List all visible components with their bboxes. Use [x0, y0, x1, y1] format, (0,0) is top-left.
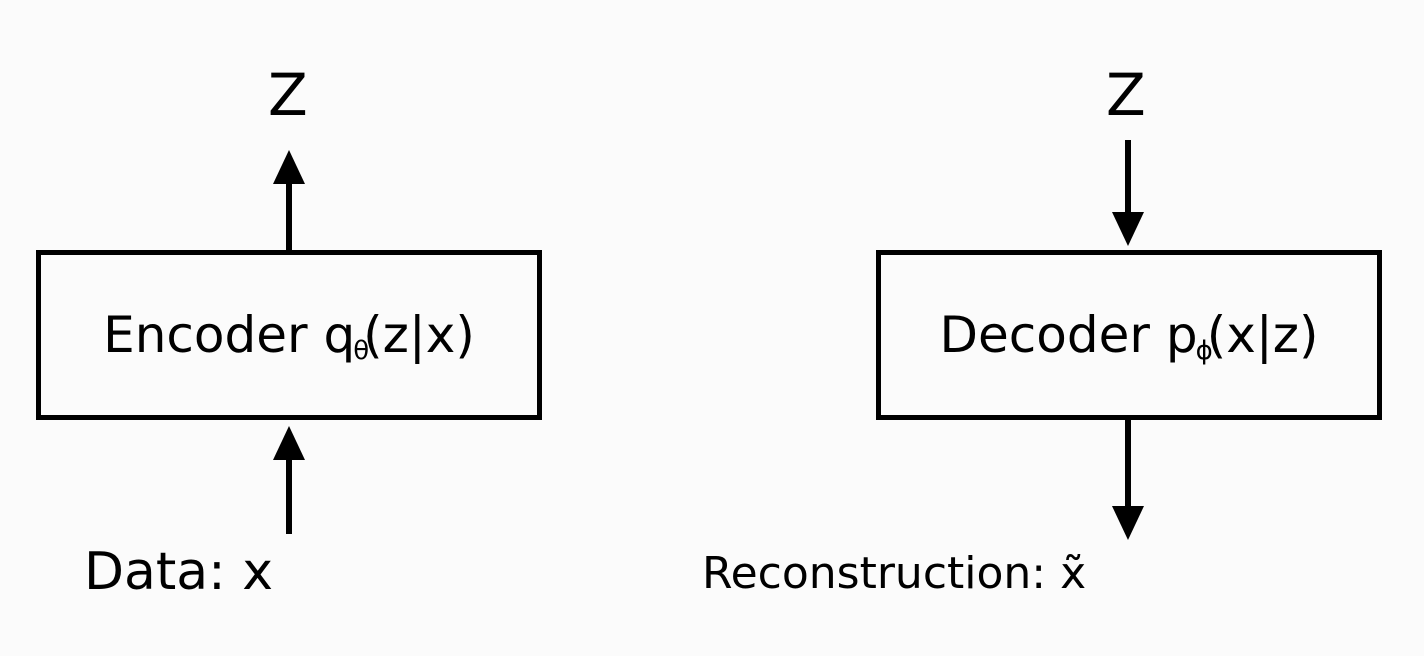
encoder-latent-z: Z — [268, 61, 308, 129]
decoder-subscript: ϕ — [1195, 336, 1213, 366]
decoder-name: Decoder — [939, 306, 1150, 364]
encoder-args: (z|x) — [363, 306, 475, 364]
decoder-latent-z: Z — [1106, 61, 1146, 129]
encoder-func: q — [323, 306, 356, 364]
decoder-args: (x|z) — [1206, 306, 1319, 364]
encoder-subscript: θ — [353, 336, 370, 366]
decoder-output-label: Reconstruction: x̃ — [702, 548, 1087, 599]
encoder-input-label: Data: x — [84, 542, 273, 602]
encoder-output-arrow — [273, 150, 305, 250]
decoder-func: p — [1165, 306, 1198, 364]
decoder-output-arrow — [1112, 420, 1144, 540]
encoder-input-arrow — [273, 426, 305, 534]
decoder-input-arrow — [1112, 140, 1144, 246]
encoder-name: Encoder — [103, 306, 308, 364]
